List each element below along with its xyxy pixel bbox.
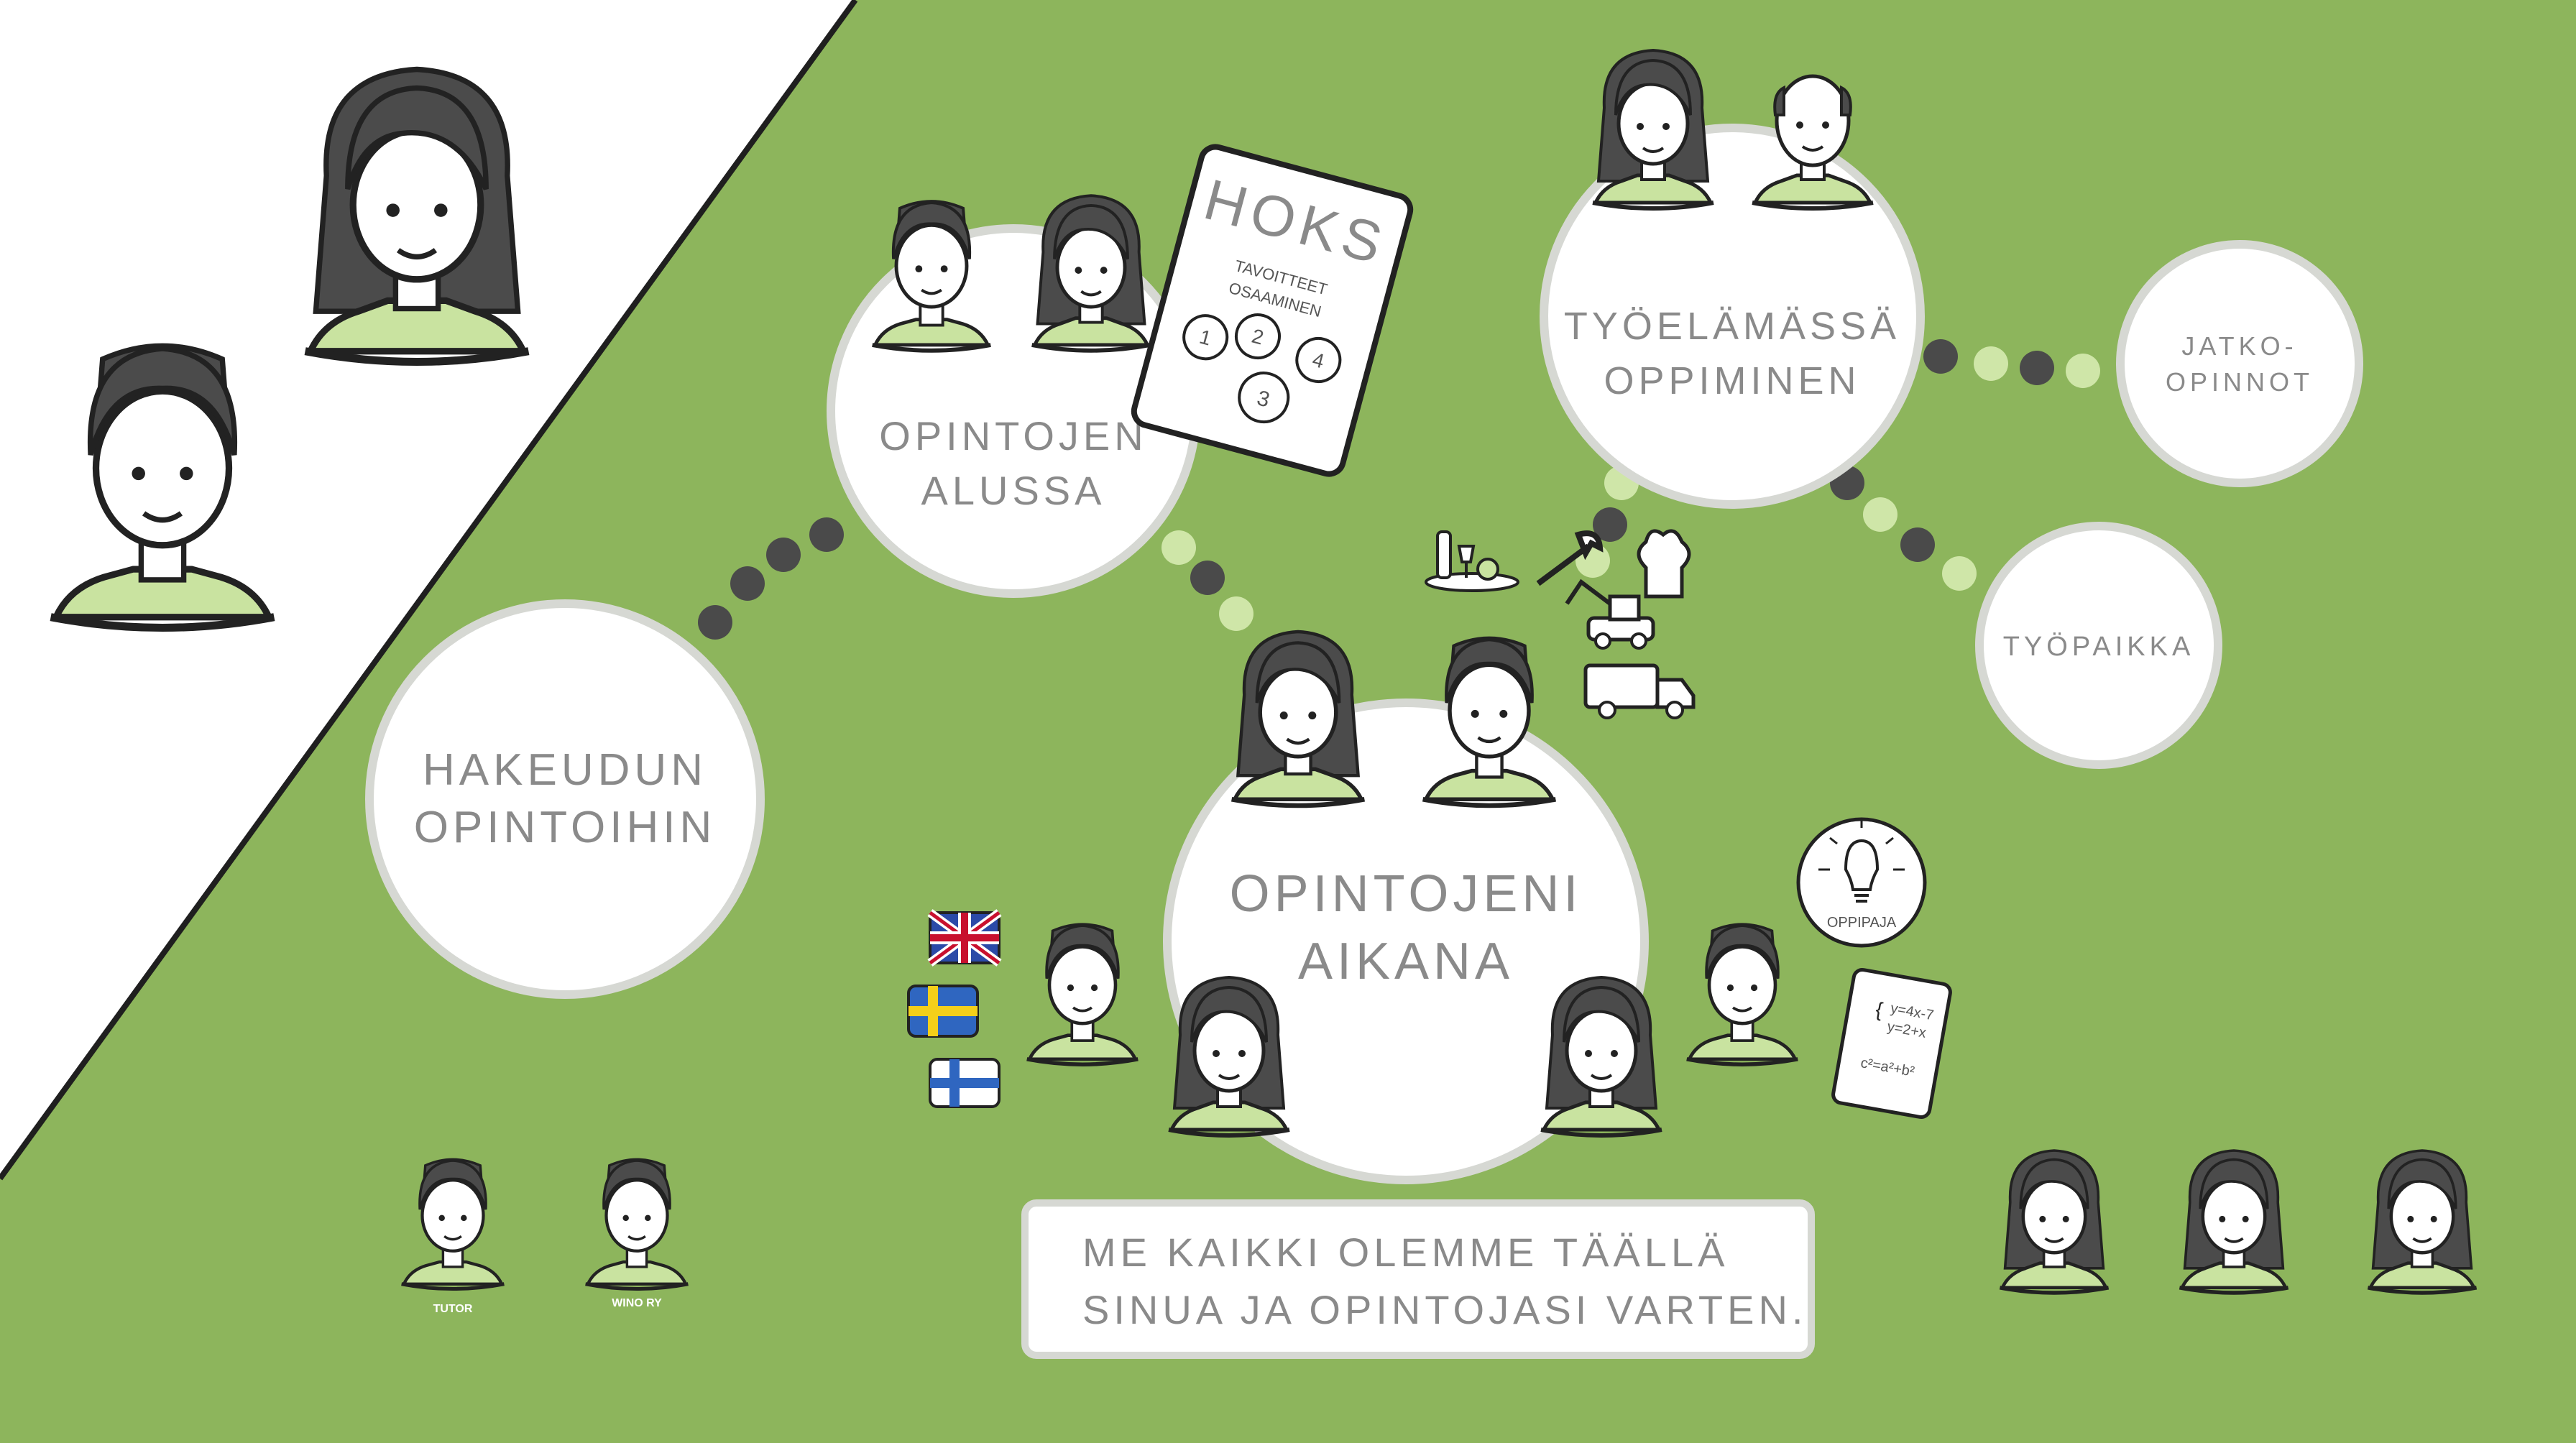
label-during-1: OPINTOJENI (1230, 865, 1583, 923)
tutor-badge: TUTOR (433, 1303, 473, 1315)
bubble-apply (365, 599, 765, 999)
uk-flag-icon (927, 909, 1002, 967)
person-woman-large (305, 70, 529, 362)
hoks-document: HOKS TAVOITTEET OSAAMINEN 1 2 3 4 (1131, 144, 1414, 477)
person-counselor-woman (1169, 977, 1289, 1135)
label-workplace: TYÖPAIKKA (2003, 632, 2195, 662)
truck-icon (1583, 663, 1696, 719)
message-line-1: ME KAIKKI OLEMME TÄÄLLÄ (1082, 1230, 1729, 1275)
food-tray-icon (1425, 530, 1519, 592)
bubble-worklife (1540, 124, 1925, 509)
person-staff-1 (2000, 1151, 2108, 1293)
bubble-during (1163, 699, 1649, 1184)
excavator-icon (1565, 578, 1655, 650)
hoks-step-4: 4 (1310, 348, 1327, 372)
message-line-2: SINUA JA OPINTOJASI VARTEN. (1082, 1287, 1807, 1332)
label-start-1: OPINTOJEN (879, 413, 1147, 458)
label-worklife-1: TYÖELÄMÄSSÄ (1564, 305, 1900, 348)
chef-hat-icon (1637, 529, 1691, 599)
person-staff-2 (2179, 1151, 2288, 1293)
hoks-steps: 1 2 3 4 (1182, 313, 1342, 424)
person-worklife-woman (1593, 50, 1714, 208)
math-paper: { y=4x-7 y=2+x c²=a²+b² (1831, 968, 1952, 1119)
label-start-2: ALUSSA (921, 468, 1106, 513)
label-worklife-2: OPPIMINEN (1604, 359, 1860, 402)
vocation-icons (1425, 529, 1696, 719)
label-apply-1: HAKEUDUN (423, 745, 707, 795)
hoks-step-2: 2 (1249, 325, 1266, 349)
person-start-woman (1032, 195, 1151, 351)
message-box: ME KAIKKI OLEMME TÄÄLLÄ SINUA JA OPINTOJ… (1021, 1199, 1815, 1359)
person-language-teacher (1027, 924, 1138, 1064)
person-during-woman (1232, 632, 1365, 806)
lightbulb-icon (1818, 819, 1905, 903)
person-staff-3 (2368, 1151, 2476, 1293)
person-wino (586, 1159, 689, 1288)
oppipaja-badge: OPPIPAJA (1796, 817, 1927, 948)
bubble-further (2116, 240, 2363, 487)
person-tutor (402, 1159, 505, 1288)
bubble-workplace (1975, 522, 2222, 769)
label-apply-2: OPINTOIHIN (414, 803, 717, 852)
finnish-flag-icon (929, 1058, 1000, 1108)
path-dots (698, 339, 2100, 640)
label-further-2: OPINNOT (2166, 367, 2314, 397)
person-teacher-woman (1541, 977, 1662, 1135)
person-math-teacher (1687, 924, 1798, 1064)
diagonal-divider (0, 0, 858, 1181)
hoks-step-1: 1 (1197, 326, 1214, 350)
wrench-icon (1536, 530, 1604, 586)
label-further-1: JATKO- (2181, 331, 2297, 361)
swedish-flag-icon (907, 985, 979, 1038)
label-during-2: AIKANA (1298, 933, 1514, 990)
wino-badge: WINO RY (612, 1297, 662, 1309)
oppipaja-label: OPPIPAJA (1827, 915, 1897, 931)
